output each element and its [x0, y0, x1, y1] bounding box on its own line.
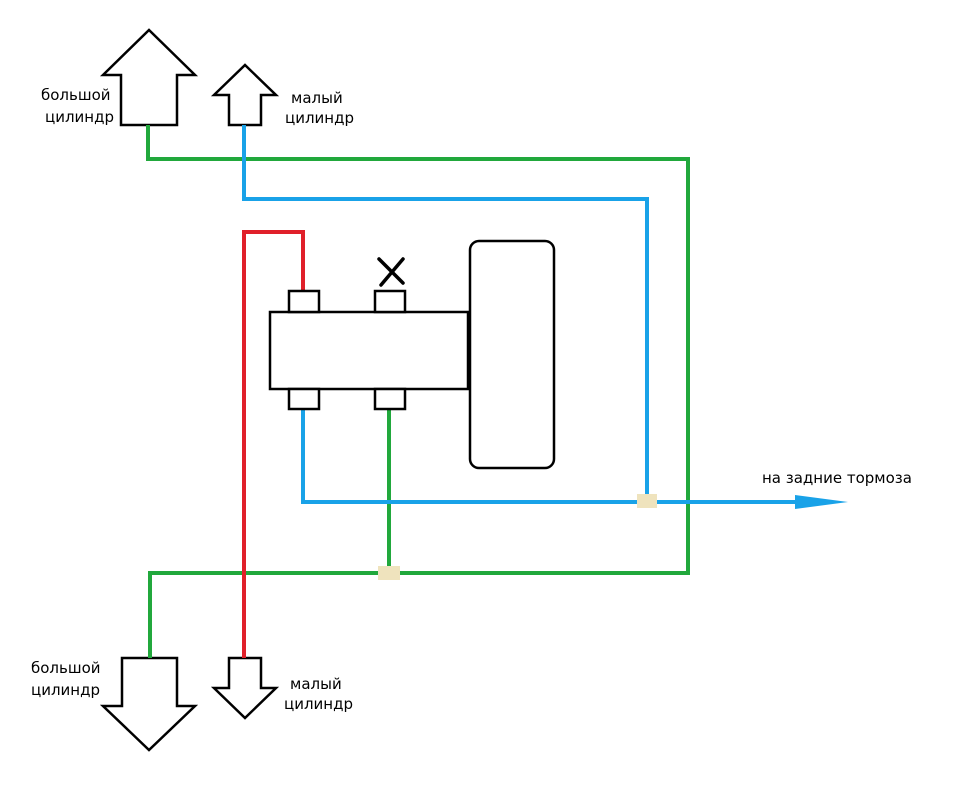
- bottom-small-cylinder-arrow: [210, 656, 280, 720]
- valve-reservoir: [468, 239, 556, 470]
- red-pipe-valve-to-small-cylinder: [242, 230, 305, 658]
- bottom-big-cylinder-label-1: большой: [31, 659, 101, 677]
- blue-pipe-small-cylinder: [242, 125, 649, 502]
- tee-connector-blue: [637, 494, 657, 508]
- x-mark-icon: [377, 257, 405, 287]
- top-small-cylinder-label-1: малый: [291, 89, 343, 107]
- valve-port-bottom-right: [373, 387, 407, 411]
- top-big-cylinder-arrow: [99, 28, 199, 127]
- green-pipe-big-cylinders: [146, 125, 690, 658]
- top-small-cylinder-arrow: [210, 63, 280, 127]
- rear-brakes-label: на задние тормоза: [762, 469, 912, 487]
- top-small-cylinder-label-2: цилиндр: [285, 109, 354, 127]
- top-big-cylinder-label-1: большой: [41, 86, 111, 104]
- top-big-cylinder-label-2: цилиндр: [45, 108, 114, 126]
- bottom-small-cylinder-label-2: цилиндр: [284, 695, 353, 713]
- bottom-small-cylinder-label-1: малый: [290, 675, 342, 693]
- blue-pipe-valve-to-rear: [301, 409, 800, 504]
- arrow-right-icon: [795, 495, 848, 509]
- bottom-big-cylinder-arrow: [99, 656, 199, 752]
- valve-body: [268, 310, 470, 391]
- valve-port-top-left: [287, 289, 321, 314]
- tee-connector-green: [378, 566, 400, 580]
- bottom-big-cylinder-label-2: цилиндр: [31, 681, 100, 699]
- valve-port-top-right: [373, 289, 407, 314]
- valve-port-bottom-left: [287, 387, 321, 411]
